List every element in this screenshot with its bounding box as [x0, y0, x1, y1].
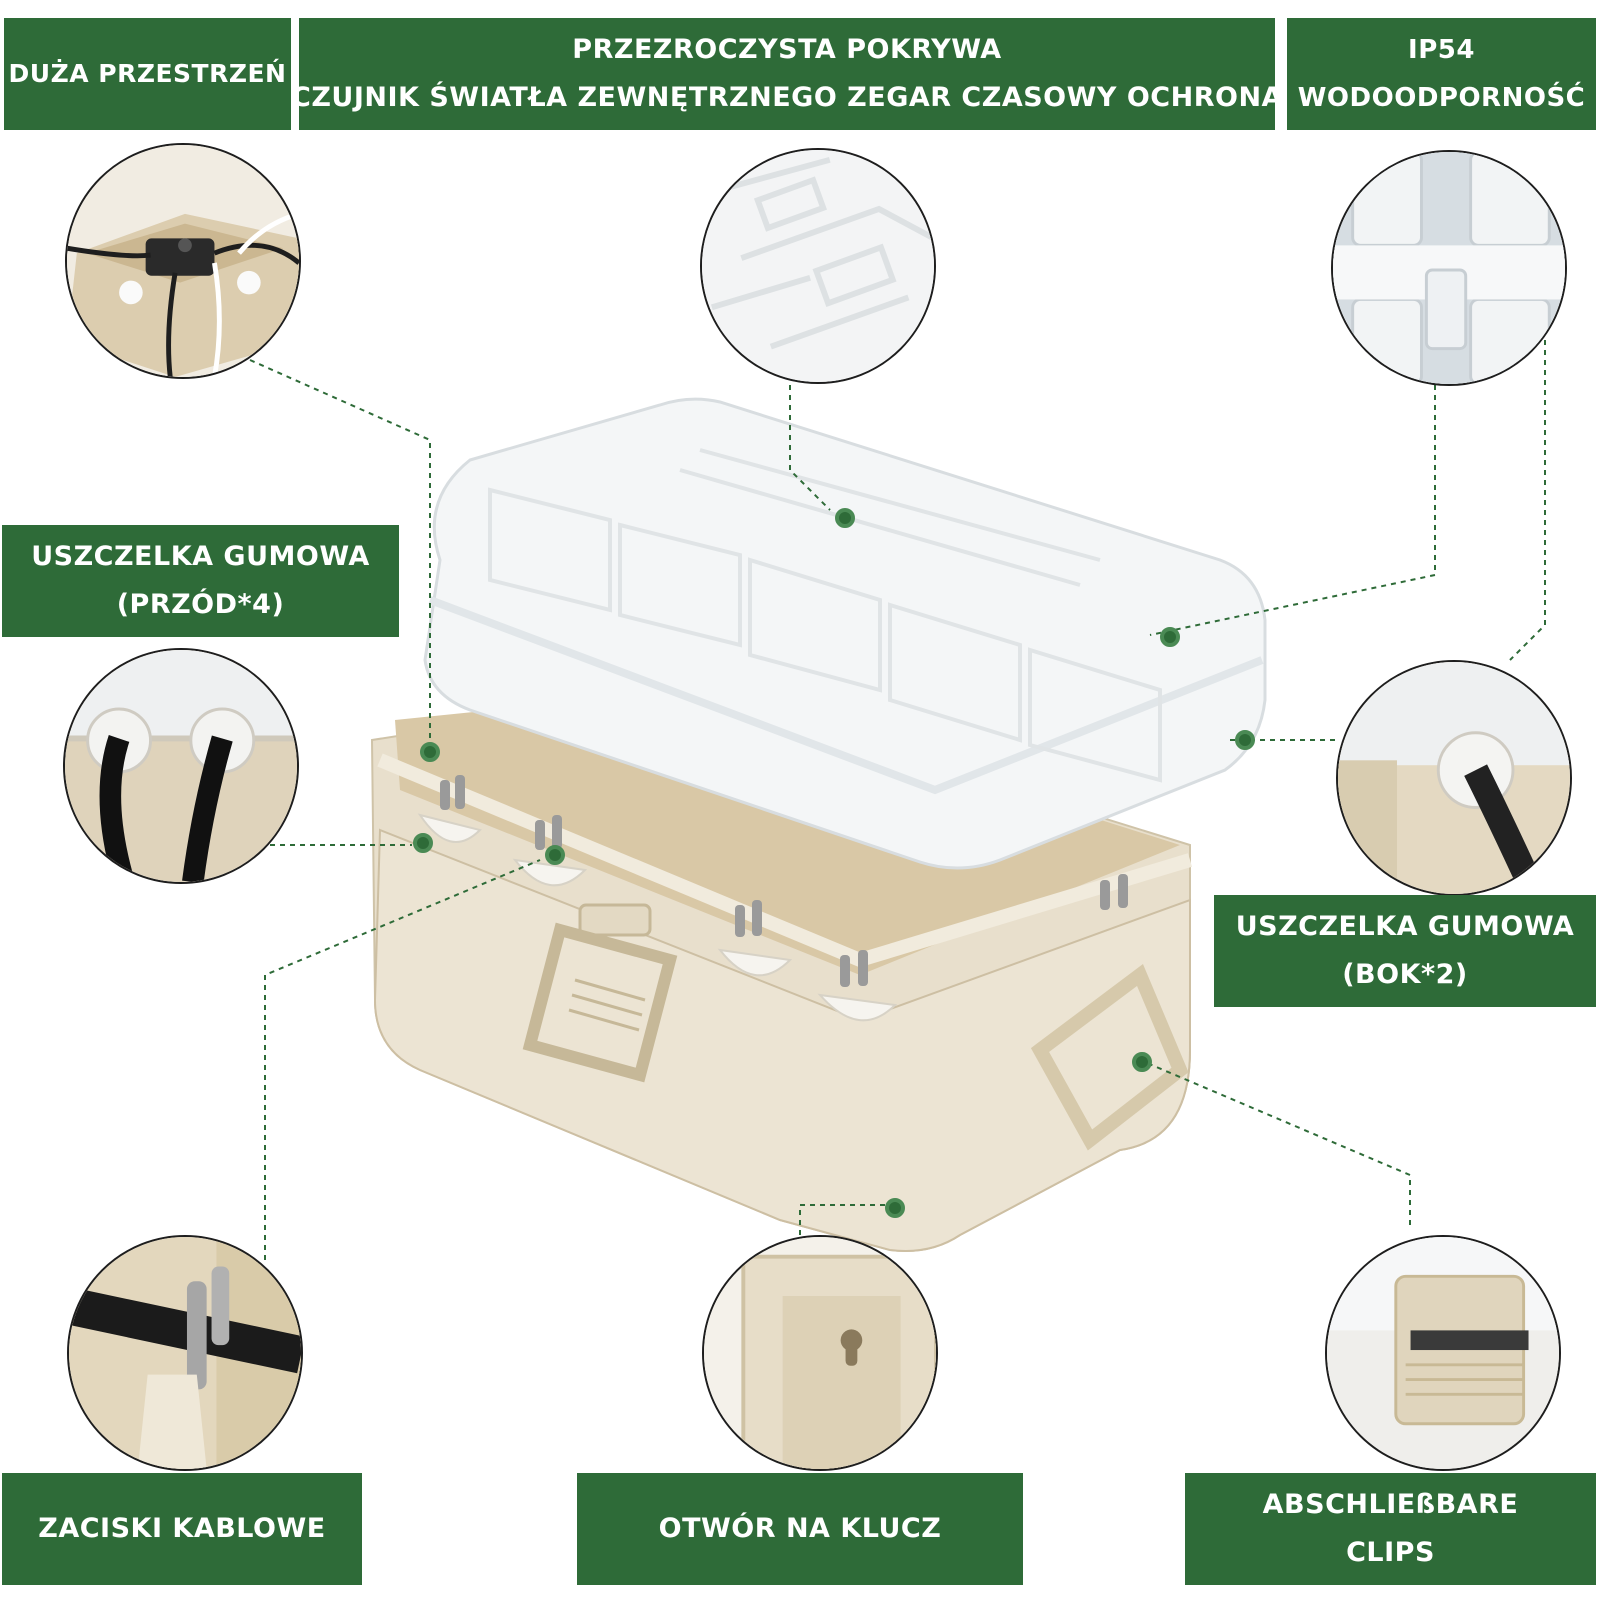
front-gaskets [417, 813, 898, 1022]
label-ip54-line-1: IP54 [1408, 35, 1475, 65]
label-ip54: IP54 WODOODPORNOŚĆ [1287, 18, 1596, 130]
box-interior [395, 690, 1180, 975]
label-large-space: DUŻA PRZESTRZEŃ [4, 18, 291, 130]
detail-clip-bubble [1325, 1235, 1561, 1471]
marker-dot [885, 1198, 905, 1218]
detail-side-gasket-bubble [1336, 660, 1572, 896]
marker-dot [835, 508, 855, 528]
box-body [370, 688, 1191, 1252]
cable-clamp-photo [69, 1237, 301, 1469]
marker-dot [1160, 627, 1180, 647]
label-key-hole: OTWÓR NA KLUCZ [577, 1473, 1023, 1585]
lid-seal-photo [1333, 152, 1565, 384]
label-ip54-line-2: WODOODPORNOŚĆ [1297, 83, 1586, 113]
label-gasket-side-line-2: (BOK*2) [1342, 959, 1468, 990]
clamp-posts [440, 775, 1128, 987]
label-lockable-clips-line-1: ABSCHLIEßBARE [1262, 1489, 1519, 1520]
detail-lid-bubble [700, 148, 936, 384]
label-clear-cover-line-2: CZUJNIK ŚWIATŁA ZEWNĘTRZNEGO ZEGAR CZASO… [291, 82, 1283, 113]
marker-dot [1235, 730, 1255, 750]
front-gasket-photo [65, 650, 297, 882]
detail-interior-bubble [65, 143, 301, 379]
marker-dot [1132, 1052, 1152, 1072]
detail-clamp-bubble [67, 1235, 303, 1471]
label-gasket-front-line-2: (PRZÓD*4) [116, 589, 285, 620]
detail-front-gasket-bubble [63, 648, 299, 884]
label-gasket-front-line-1: USZCZELKA GUMOWA [31, 541, 370, 572]
label-cable-clamps: ZACISKI KABLOWE [2, 1473, 362, 1585]
lockable-clip-photo [1327, 1237, 1559, 1469]
side-gasket-photo [1338, 662, 1570, 894]
side-latch [1030, 964, 1189, 1151]
marker-dot [545, 845, 565, 865]
label-clear-cover: PRZEZROCZYSTA POKRYWA CZUJNIK ŚWIATŁA ZE… [291, 18, 1282, 130]
label-gasket-side-line-1: USZCZELKA GUMOWA [1235, 911, 1575, 942]
label-lockable-clips-line-2: CLIPS [1346, 1537, 1435, 1568]
marker-dot [413, 833, 433, 853]
marker-dot [420, 742, 440, 762]
detail-seal-bubble [1331, 150, 1567, 386]
clear-lid [423, 397, 1267, 870]
label-lockable-clips: ABSCHLIEßBARE CLIPS [1185, 1473, 1596, 1585]
box-interior-photo [67, 145, 299, 377]
label-cable-clamps-line-1: ZACISKI KABLOWE [38, 1513, 326, 1544]
front-latch [522, 903, 678, 1083]
label-gasket-side: USZCZELKA GUMOWA (BOK*2) [1214, 895, 1596, 1007]
box-front-face [373, 828, 1191, 1252]
keyhole-photo [704, 1237, 936, 1469]
lid-texture-photo [702, 150, 934, 382]
label-large-space-line-1: DUŻA PRZESTRZEŃ [8, 59, 287, 88]
label-key-hole-line-1: OTWÓR NA KLUCZ [658, 1513, 942, 1544]
box-rim [377, 753, 1193, 968]
label-clear-cover-line-1: PRZEZROCZYSTA POKRYWA [572, 34, 1002, 65]
detail-keyhole-bubble [702, 1235, 938, 1471]
label-gasket-front: USZCZELKA GUMOWA (PRZÓD*4) [2, 525, 399, 637]
